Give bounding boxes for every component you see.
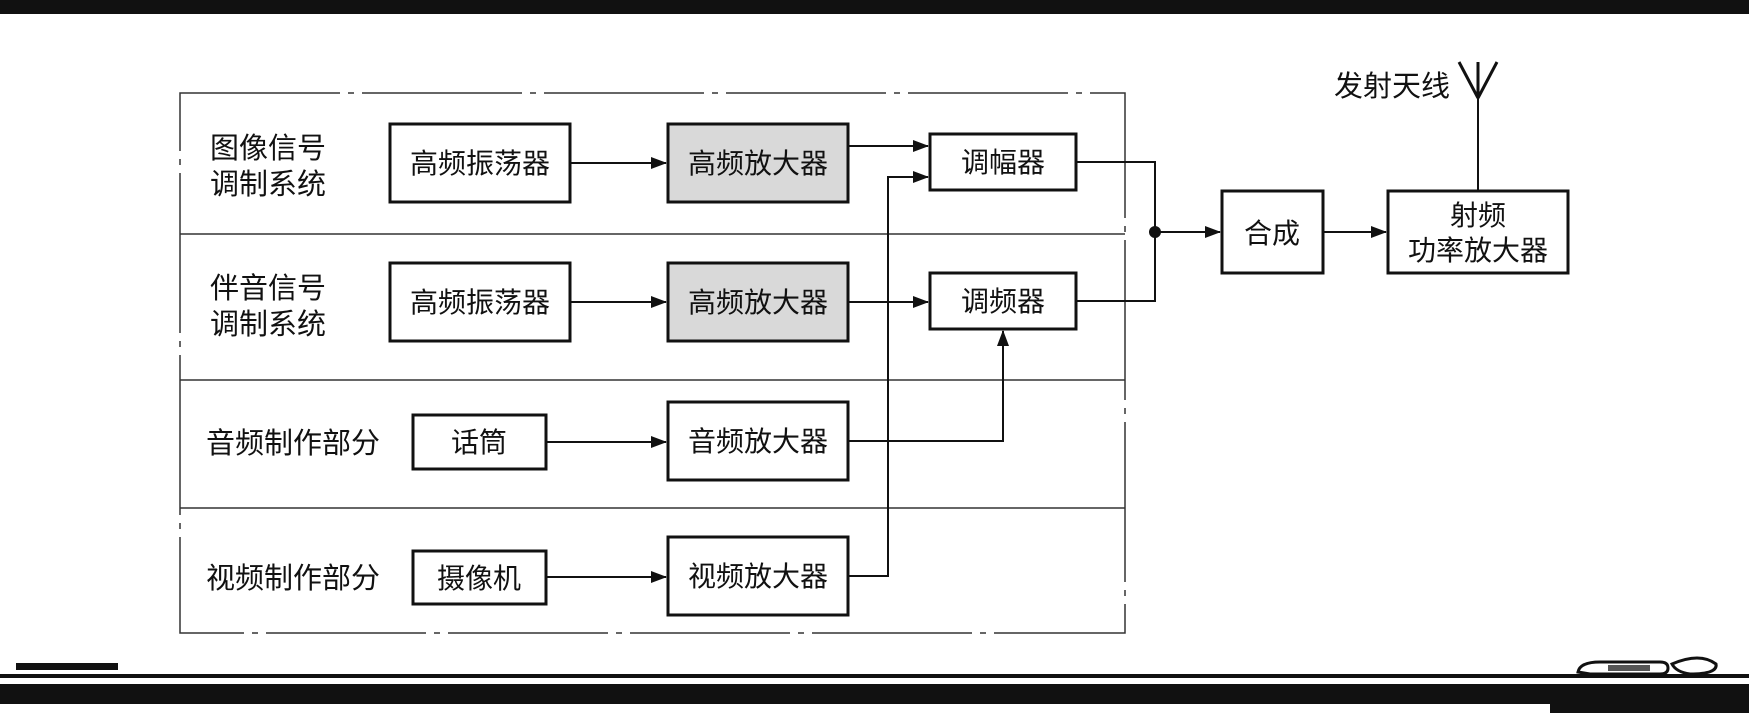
bottom-thick-bar [0, 684, 1749, 704]
block-rf-amp-line2: 功率放大器 [1408, 234, 1548, 267]
bottom-accent-bar [16, 663, 118, 670]
antenna-label: 发射天线 [1334, 69, 1450, 103]
block-fm-mod [928, 271, 1078, 331]
arrow-video-amp-to-am-mod [848, 171, 929, 577]
antenna-icon [1457, 61, 1499, 99]
junction-dot-icon [1149, 226, 1161, 238]
scroll-ornament-icon [1576, 656, 1718, 676]
block-mic [411, 413, 548, 471]
block-fm-mod-label: 调频器 [961, 285, 1045, 318]
block-audio-amp [666, 400, 850, 482]
arrow-audio-amp-to-fm-mod [848, 330, 1009, 442]
block-labels: 高频振荡器 高频放大器 调幅器 高频振荡器 高频放大器 调频器 话筒 音频放大器… [410, 146, 1548, 595]
block-am-mod-label: 调幅器 [961, 146, 1045, 179]
top-border-bar [0, 0, 1749, 14]
block-hf-amp-1 [666, 122, 850, 204]
block-camera-label: 摄像机 [437, 562, 521, 595]
blocks [388, 122, 1570, 617]
section-sound-line1: 伴音信号 [210, 271, 326, 305]
block-audio-amp-label: 音频放大器 [688, 425, 828, 458]
block-rf-amp-line1: 射频 [1450, 199, 1506, 232]
block-combiner-label: 合成 [1244, 217, 1300, 250]
line-am-mod-to-junction [1076, 161, 1156, 232]
block-hf-osc-1-label: 高频振荡器 [410, 147, 550, 180]
system-frame [179, 92, 1126, 634]
block-hf-amp-1-label: 高频放大器 [688, 147, 828, 180]
section-audio: 音频制作部分 [206, 426, 380, 460]
block-hf-amp-2 [666, 261, 850, 343]
bottom-right-block [1550, 700, 1749, 713]
block-mic-label: 话筒 [451, 426, 507, 459]
section-video: 视频制作部分 [206, 561, 380, 595]
bottom-thin-rule [0, 674, 1749, 678]
block-hf-osc-1 [388, 122, 572, 204]
block-camera [411, 549, 548, 606]
section-image-line1: 图像信号 [210, 131, 326, 165]
block-combiner [1220, 189, 1325, 275]
block-hf-osc-2 [388, 261, 572, 343]
block-video-amp-label: 视频放大器 [688, 560, 828, 593]
block-hf-osc-2-label: 高频振荡器 [410, 286, 550, 319]
connections [546, 98, 1479, 583]
frame-outline [179, 92, 1126, 634]
line-fm-mod-to-junction [1076, 232, 1156, 302]
section-sound-line2: 调制系统 [210, 307, 326, 341]
block-rf-amp [1386, 189, 1570, 275]
block-hf-amp-2-label: 高频放大器 [688, 286, 828, 319]
section-labels: 图像信号 调制系统 伴音信号 调制系统 音频制作部分 视频制作部分 [206, 131, 380, 595]
section-image-line2: 调制系统 [210, 167, 326, 201]
